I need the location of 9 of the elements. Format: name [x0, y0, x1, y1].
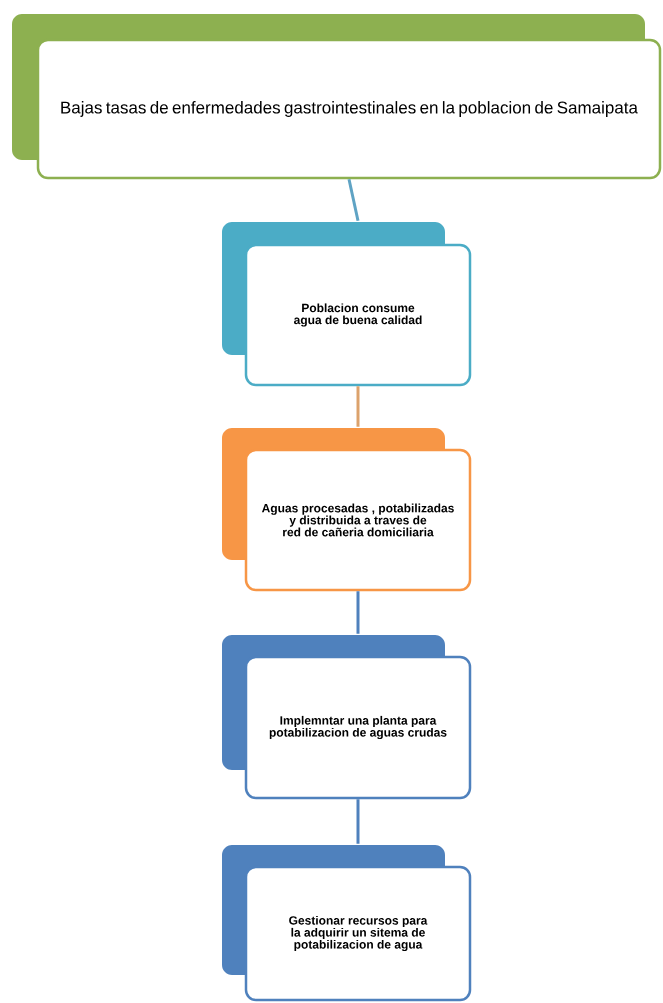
process-box: Aguas procesadas , potabilizadas y distribuida a traves de red de cañeria domiciliaria	[222, 428, 472, 592]
process-box: Bajas tasas de enfermedades gastrointestinales en la poblacion de Samaipata	[12, 14, 662, 180]
process-box: Implemntar una planta para potabilizacion de aguas crudas	[222, 635, 472, 800]
process-box: Gestionar recursos para la adquirir un sitema de potabilizacion de agua	[222, 845, 472, 1002]
connector-line	[356, 591, 360, 634]
connector-line	[356, 386, 360, 427]
connector-line	[347, 178, 360, 222]
connector-line	[356, 799, 360, 844]
process-box: Poblacion consume agua de buena calidad	[222, 222, 472, 387]
